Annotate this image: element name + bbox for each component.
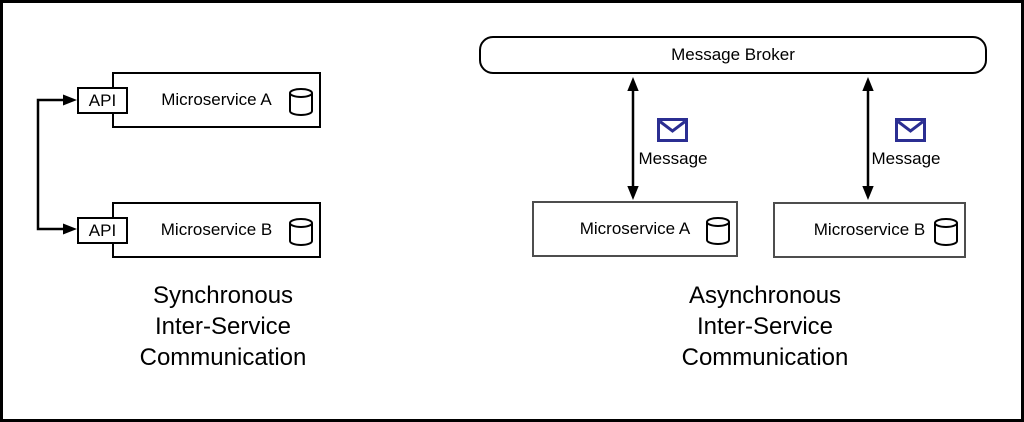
sync-call-arrows — [36, 94, 77, 235]
async-caption: Asynchronous Inter-Service Communication — [602, 280, 928, 373]
sync-caption: Synchronous Inter-Service Communication — [60, 280, 386, 373]
sync-api-b-box: API — [77, 217, 128, 244]
async-caption-line-3: Communication — [681, 344, 849, 371]
async-caption-line-2: Inter-Service — [696, 313, 834, 340]
sync-microservice-b-box: Microservice B — [112, 202, 321, 258]
sync-caption-line-3: Communication — [139, 344, 307, 371]
database-icon — [934, 217, 958, 247]
async-microservice-b-label: Microservice B — [813, 219, 926, 239]
sync-caption-line-2: Inter-Service — [154, 313, 292, 340]
async-arrow-b — [862, 77, 874, 200]
sync-api-b-label: API — [88, 220, 117, 240]
async-microservice-a-box: Microservice A — [532, 201, 738, 257]
message-broker-label: Message Broker — [671, 45, 795, 64]
async-arrow-a — [627, 77, 639, 200]
database-icon — [706, 216, 730, 246]
message-label-a: Message — [638, 149, 708, 168]
message-broker-box: Message Broker — [479, 36, 987, 74]
async-microservice-b-box: Microservice B — [773, 202, 966, 258]
sync-caption-line-1: Synchronous — [152, 282, 294, 309]
message-label-b: Message — [871, 149, 941, 168]
database-icon — [289, 87, 313, 117]
async-microservice-a-label: Microservice A — [579, 218, 691, 238]
async-caption-line-1: Asynchronous — [688, 282, 842, 309]
sync-microservice-a-label: Microservice A — [161, 89, 272, 109]
sync-api-a-box: API — [77, 87, 128, 114]
envelope-icon — [657, 118, 688, 142]
envelope-icon — [895, 118, 926, 142]
sync-microservice-b-label: Microservice B — [160, 219, 273, 239]
sync-api-a-label: API — [88, 90, 117, 110]
database-icon — [289, 217, 313, 247]
sync-microservice-a-box: Microservice A — [112, 72, 321, 128]
